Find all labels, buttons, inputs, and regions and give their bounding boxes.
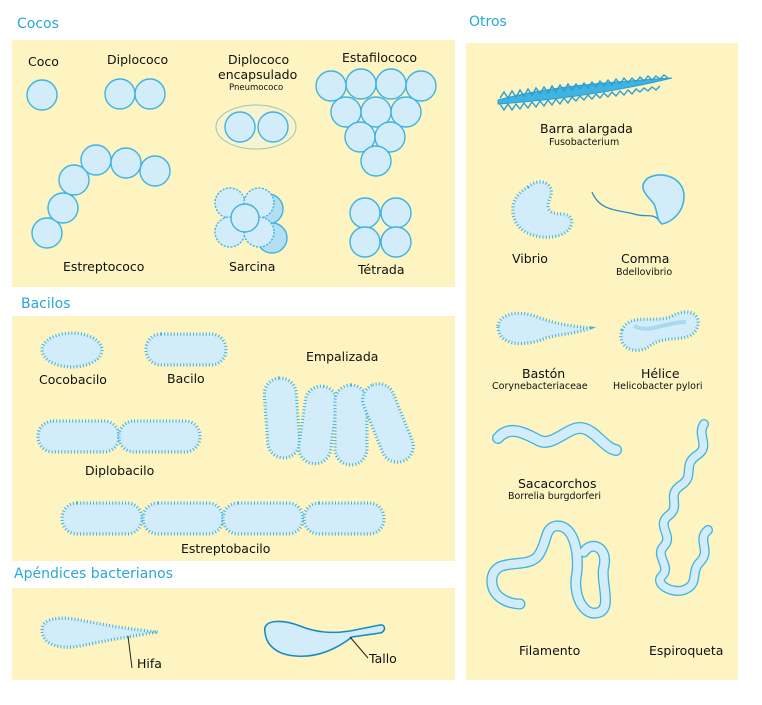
label-bdellovibrio: Bdellovibrio [616, 267, 672, 278]
filamento-shape [492, 526, 606, 613]
comma-shape [592, 175, 684, 224]
coco-shape [27, 80, 57, 110]
label-diplobacilo: Diplobacilo [85, 463, 154, 478]
cocobacilo-shape [42, 333, 102, 367]
label-estreptococo: Estreptococo [63, 259, 144, 274]
label-hifa: Hifa [137, 656, 162, 671]
label-coco: Coco [28, 54, 59, 69]
label-baston: Bastón [522, 366, 565, 381]
label-borrelia: Borrelia burgdorferi [508, 491, 601, 502]
label-vibrio: Vibrio [512, 251, 548, 266]
label-tetrada: Tétrada [358, 262, 405, 277]
label-helicobacter: Helicobacter pylori [613, 381, 703, 392]
label-espiroqueta: Espiroqueta [649, 643, 723, 658]
tetrada-shape [350, 198, 411, 257]
label-bacilo: Bacilo [167, 371, 205, 386]
espiroqueta-shape [660, 424, 708, 591]
label-tallo: Tallo [369, 651, 397, 666]
helice-shape [621, 312, 698, 350]
label-pneumococo: Pneumococo [229, 83, 283, 93]
estafilococo-shape [316, 69, 436, 176]
estreptobacilo-shape [62, 503, 384, 534]
label-empalizada: Empalizada [306, 349, 378, 364]
baston-shape [498, 313, 590, 343]
label-filamento: Filamento [519, 643, 580, 658]
label-helice: Hélice [641, 366, 680, 381]
label-estreptobacilo: Estreptobacilo [181, 541, 270, 556]
label-diplococo-encapsulado-1: Diplococo [228, 52, 289, 67]
vibrio-shape [513, 182, 572, 237]
label-sarcina: Sarcina [229, 259, 275, 274]
estreptococo-shape [32, 145, 170, 248]
label-corynebacteriaceae: Corynebacteriaceae [492, 381, 588, 392]
empalizada-shape [263, 377, 418, 467]
label-sacacorchos: Sacacorchos [518, 476, 596, 491]
label-diplococo-encapsulado-2: encapsulado [218, 67, 297, 82]
sarcina-shape [215, 188, 287, 253]
label-diplococo: Diplococo [107, 52, 168, 67]
label-barra-alargada: Barra alargada [540, 121, 633, 136]
sacacorchos-shape [498, 428, 616, 450]
tallo-shape [265, 621, 385, 658]
label-comma: Comma [621, 251, 669, 266]
label-cocobacilo: Cocobacilo [39, 372, 107, 387]
diplococo-shape [105, 79, 165, 109]
diplobacilo-shape [38, 421, 200, 452]
bacilo-shape [146, 334, 226, 365]
label-estafilococo: Estafilococo [342, 50, 417, 65]
barra-alargada-shape [498, 75, 672, 110]
label-fusobacterium: Fusobacterium [549, 137, 619, 148]
diplococo-encapsulado-shape [216, 105, 296, 149]
